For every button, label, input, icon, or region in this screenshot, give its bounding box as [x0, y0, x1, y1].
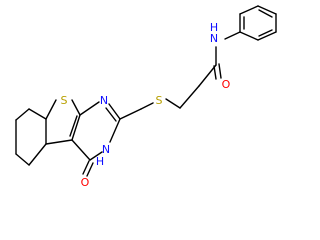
bond	[45, 99, 57, 120]
bond	[89, 151, 103, 161]
atom-label-amide-nitrogen: N	[210, 32, 218, 45]
bond	[258, 9, 273, 18]
bond	[257, 31, 277, 41]
bond	[140, 102, 154, 110]
molecule-canvas: S N N H O S N H O	[15, 5, 277, 189]
bond	[165, 98, 181, 109]
bond	[239, 5, 259, 15]
bond	[69, 115, 78, 137]
atom-label-ring-carbonyl-oxygen: O	[81, 176, 90, 189]
bond	[15, 108, 30, 121]
bond	[258, 29, 273, 37]
bond	[218, 63, 222, 79]
bond	[71, 139, 91, 161]
bond	[224, 31, 241, 40]
bond	[86, 162, 94, 177]
bond	[239, 31, 259, 41]
bond	[28, 143, 47, 166]
bond	[108, 103, 121, 120]
bond	[119, 108, 142, 120]
bond	[71, 99, 81, 116]
atom-label-ring-nh-h: H	[96, 155, 104, 168]
atom-label-ring-nitrogen: N	[100, 94, 108, 107]
bond	[213, 65, 217, 80]
bond	[257, 5, 277, 15]
bond	[198, 64, 217, 87]
bond	[109, 118, 121, 143]
bond	[79, 101, 100, 116]
atom-label-ring-sulfur: S	[61, 94, 68, 107]
bond	[82, 160, 90, 175]
bond	[71, 114, 81, 141]
bond	[179, 85, 200, 109]
bond	[105, 107, 117, 122]
atom-label-thioether-sulfur: S	[156, 94, 163, 107]
bond-lines	[15, 5, 277, 177]
bond	[45, 139, 73, 145]
bond	[28, 108, 47, 120]
molecule-structure: S N N H O S N H O	[15, 5, 277, 189]
atom-label-amide-oxygen: O	[222, 78, 231, 91]
atom-labels: S N N H O S N H O	[61, 21, 231, 189]
bond	[15, 153, 30, 166]
atom-label-amide-h: H	[210, 21, 218, 34]
atom-label-ring-nh-n: N	[102, 143, 110, 156]
